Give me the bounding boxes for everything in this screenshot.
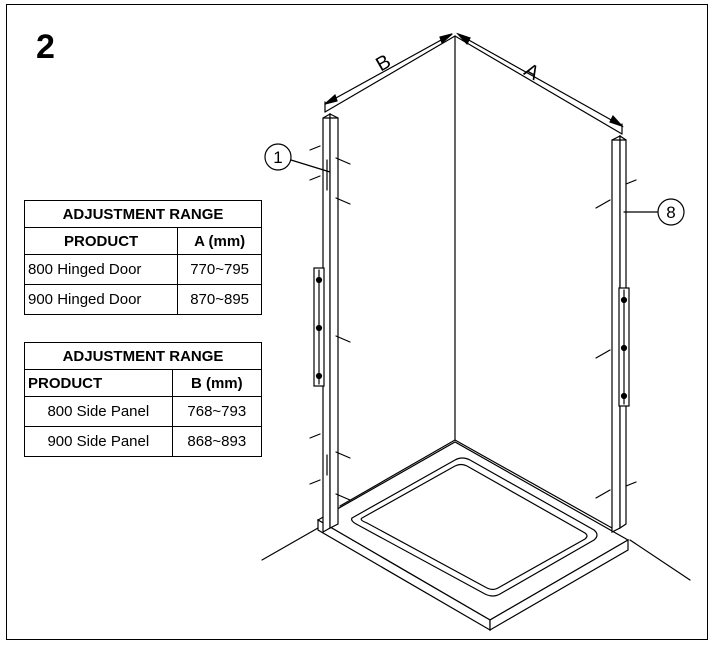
table-title: ADJUSTMENT RANGE	[24, 200, 262, 228]
dimension-b-label: B	[372, 51, 395, 77]
figure-frame	[6, 4, 708, 640]
shower-tray	[316, 441, 630, 632]
adjustment-table-a: ADJUSTMENT RANGE PRODUCT A (mm) 800 Hing…	[23, 200, 262, 315]
dimension-b	[324, 33, 453, 113]
right-wall-profile	[611, 134, 630, 533]
callout-8-label: 8	[666, 203, 675, 222]
table-cell: 800 Side Panel	[24, 396, 173, 427]
dimension-a	[456, 32, 624, 135]
column-header: PRODUCT	[23, 227, 179, 255]
left-wall-profile	[313, 112, 339, 534]
adjustment-table-b: ADJUSTMENT RANGE PRODUCT B (mm) 800 Side…	[24, 342, 263, 457]
column-header: PRODUCT	[24, 369, 173, 397]
callout-1	[264, 143, 331, 173]
step-number: 2	[36, 28, 55, 66]
table-cell: 870~895	[177, 284, 262, 315]
table-row: 800 Hinged Door 770~795	[23, 254, 262, 285]
floor-right-line	[629, 539, 691, 581]
floor-back-right	[454, 439, 613, 529]
table-cell: 900 Hinged Door	[23, 284, 179, 315]
column-header: B (mm)	[171, 369, 263, 397]
callout-8	[623, 198, 685, 226]
floor-left-line	[261, 527, 319, 561]
dimension-a-label: A	[520, 59, 543, 85]
table-row: 800 Side Panel 768~793	[24, 396, 263, 427]
floor-back-left	[339, 439, 456, 507]
left-wall-top-edge	[324, 35, 456, 113]
table-cell: 768~793	[171, 396, 263, 427]
table-cell: 770~795	[177, 254, 262, 285]
table-title: ADJUSTMENT RANGE	[24, 342, 262, 370]
right-hatch-marks	[595, 179, 637, 499]
table-row: 900 Side Panel 868~893	[24, 426, 263, 457]
left-hatch-marks	[309, 145, 351, 501]
callout-1-label: 1	[273, 148, 282, 167]
table-cell: 900 Side Panel	[24, 426, 173, 457]
table-cell: 868~893	[171, 426, 263, 457]
right-wall-top-edge	[454, 35, 623, 135]
column-header: A (mm)	[177, 227, 262, 255]
table-row: 900 Hinged Door 870~895	[23, 284, 262, 315]
table-cell: 800 Hinged Door	[23, 254, 179, 285]
